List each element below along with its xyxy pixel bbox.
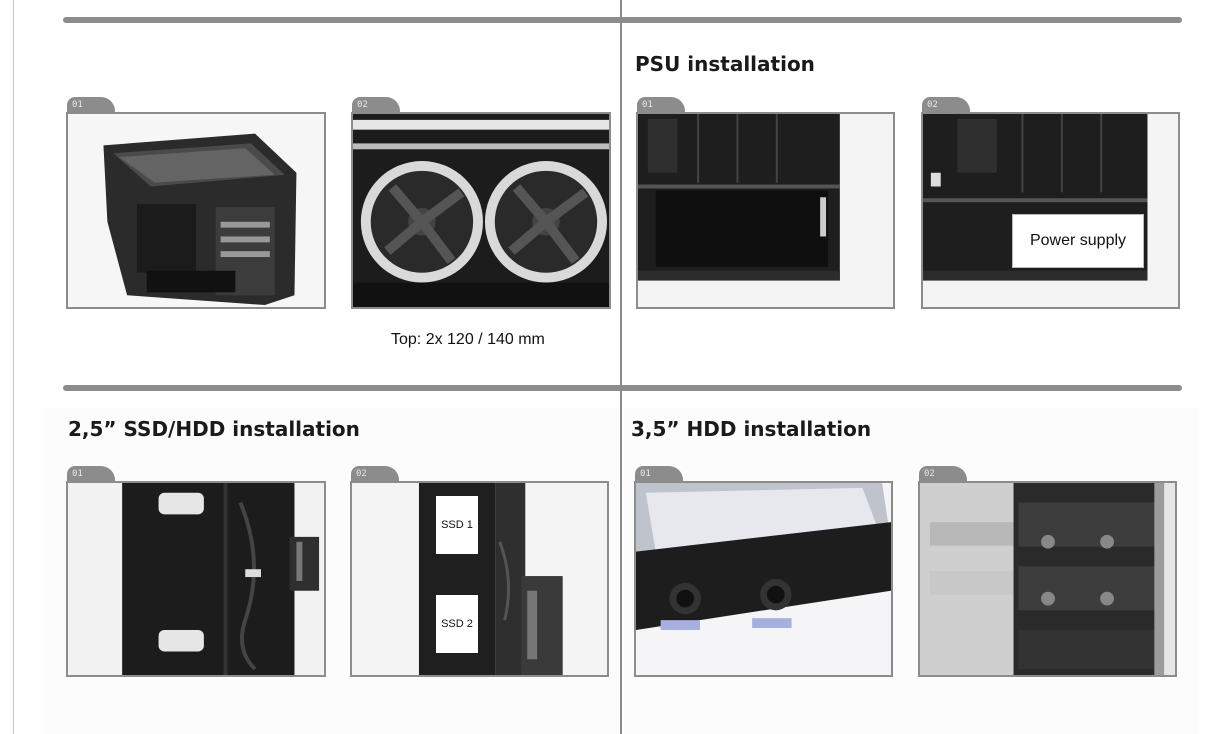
step-tab: 02 — [352, 97, 400, 113]
psu-bay-installed-photo — [921, 112, 1180, 309]
ssd1-label: SSD 1 — [436, 496, 478, 554]
ssd-tray-mounted-photo — [350, 481, 609, 677]
center-divider — [620, 0, 622, 734]
power-supply-label: Power supply — [1012, 214, 1144, 268]
step-tab: 01 — [637, 97, 685, 113]
step-tab: 01 — [67, 97, 115, 113]
middle-divider-bar — [63, 385, 1182, 391]
step-tab: 01 — [635, 466, 683, 482]
step-tab: 01 — [67, 466, 115, 482]
hdd-cage-photo — [918, 481, 1177, 677]
step-tab: 02 — [351, 466, 399, 482]
case-frame-photo — [66, 112, 326, 309]
step-tab: 02 — [922, 97, 970, 113]
ssd-heading: 2,5” SSD/HDD installation — [68, 417, 360, 441]
top-fans-photo — [351, 112, 611, 309]
psu-bay-empty-photo — [636, 112, 895, 309]
top-divider-bar — [63, 17, 1182, 23]
step-tab: 02 — [919, 466, 967, 482]
left-margin-line — [13, 0, 14, 734]
ssd2-label: SSD 2 — [436, 595, 478, 653]
hdd-screws-photo — [634, 481, 893, 677]
ssd-tray-back-photo — [66, 481, 326, 677]
psu-heading: PSU installation — [635, 52, 815, 76]
fan-top-caption: Top: 2x 120 / 140 mm — [391, 331, 545, 348]
hdd-heading: 3,5” HDD installation — [631, 417, 872, 441]
